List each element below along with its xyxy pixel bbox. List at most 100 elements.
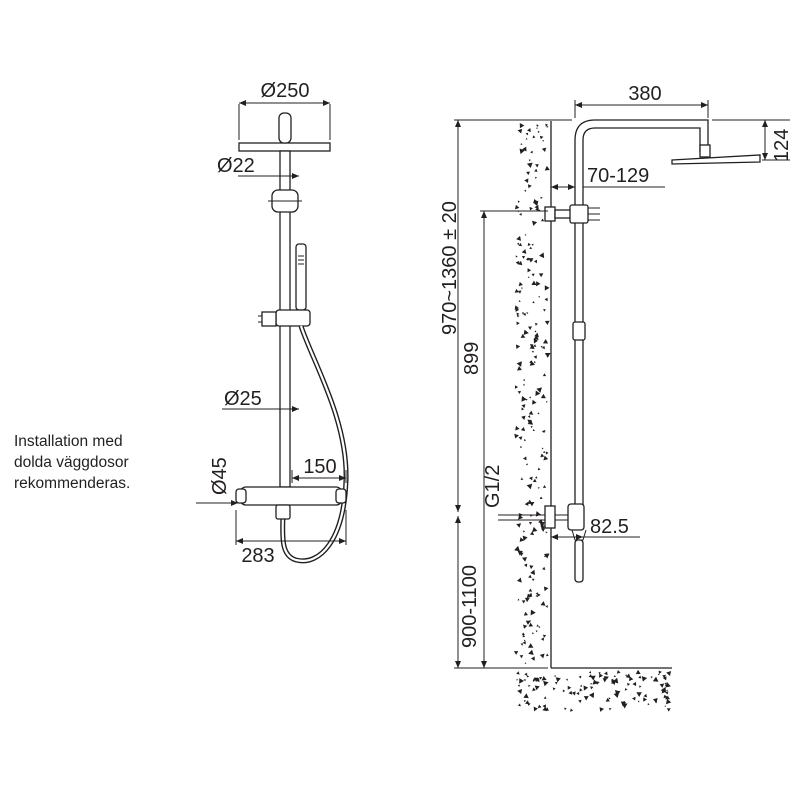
concrete-speckle [545, 605, 548, 608]
concrete-speckle [523, 624, 528, 629]
head-diameter-label: Ø250 [261, 80, 310, 102]
concrete-speckle [529, 360, 536, 366]
concrete-speckle [543, 450, 546, 453]
concrete-speckle [540, 345, 543, 348]
concrete-speckle [530, 609, 536, 616]
wall-inlet [498, 503, 587, 583]
concrete-speckle [637, 700, 640, 703]
concrete-speckle [525, 700, 530, 705]
concrete-speckle [530, 150, 533, 154]
concrete-speckle [522, 641, 526, 645]
concrete-speckle [523, 329, 529, 336]
concrete-speckle [535, 281, 541, 287]
concrete-speckle [616, 670, 621, 674]
concrete-speckle [576, 691, 580, 696]
concrete-speckle [535, 592, 538, 595]
concrete-speckle [526, 593, 532, 599]
concrete-speckle [535, 511, 541, 517]
concrete-speckle [536, 677, 539, 680]
concrete-speckle [519, 655, 524, 659]
concrete-speckle [517, 366, 522, 371]
concrete-speckle [632, 681, 637, 687]
concrete-speckle [522, 146, 527, 152]
concrete-speckle [543, 455, 549, 461]
concrete-speckle [517, 598, 520, 601]
concrete-speckle [520, 143, 523, 146]
concrete-speckle [515, 344, 521, 350]
concrete-speckle [521, 632, 525, 636]
concrete-speckle [665, 682, 671, 688]
concrete-speckle [520, 427, 526, 432]
concrete-speckle [527, 128, 531, 133]
concrete-speckle [538, 295, 540, 298]
concrete-speckle [533, 335, 539, 340]
concrete-speckle [665, 695, 669, 700]
concrete-speckle [532, 680, 535, 683]
concrete-speckle [540, 218, 545, 222]
concrete-speckle [516, 523, 522, 528]
concrete-speckle [524, 178, 529, 183]
head-diameter-dimension [238, 100, 331, 140]
concrete-speckle [608, 708, 612, 711]
concrete-speckle [533, 355, 538, 360]
concrete-speckle [650, 676, 653, 679]
concrete-speckle [534, 685, 540, 691]
concrete-speckle [540, 496, 543, 499]
concrete-speckle [531, 350, 534, 353]
concrete-speckle [643, 697, 648, 702]
concrete-speckle [588, 692, 595, 699]
concrete-speckle [522, 634, 526, 638]
concrete-speckle [605, 697, 610, 702]
hand-shower [295, 243, 307, 311]
concrete-speckle [571, 691, 576, 696]
concrete-speckle [529, 206, 533, 211]
concrete-speckle [529, 565, 534, 570]
concrete-speckle [530, 426, 533, 429]
front-view: Ø250 Ø22 Ø25 [196, 80, 349, 567]
concrete-speckle [539, 252, 545, 259]
concrete-speckle [544, 297, 548, 302]
concrete-speckle [524, 672, 528, 677]
wall-section [513, 121, 672, 712]
wall-offset-label: 82.5 [590, 516, 629, 538]
concrete-speckle [662, 674, 666, 679]
concrete-speckle [514, 433, 519, 439]
side-view: 380 124 970~1360 ± 20 70-129 899 [439, 83, 793, 712]
concrete-speckle [537, 412, 540, 415]
concrete-speckle [533, 200, 539, 207]
concrete-speckle [541, 675, 547, 681]
concrete-speckle [536, 387, 542, 393]
concrete-speckle [522, 456, 527, 461]
concrete-speckle [534, 200, 537, 203]
concrete-speckle [534, 476, 538, 479]
concrete-speckle [521, 404, 526, 409]
concrete-speckle [516, 235, 522, 241]
concrete-speckle [643, 693, 648, 698]
concrete-speckle [542, 634, 547, 638]
concrete-speckle [528, 649, 534, 655]
concrete-speckle [517, 260, 523, 266]
concrete-speckle [534, 361, 536, 364]
concrete-speckle [592, 679, 598, 685]
concrete-speckle [614, 675, 617, 678]
concrete-speckle [579, 684, 583, 687]
concrete-speckle [518, 281, 523, 287]
concrete-speckle [524, 662, 527, 665]
note-line-3: rekommenderas. [14, 475, 131, 492]
concrete-speckle [527, 268, 532, 273]
concrete-speckle [647, 703, 650, 706]
concrete-speckle [521, 407, 525, 411]
concrete-speckle [529, 344, 535, 350]
concrete-speckle [543, 586, 549, 592]
concrete-speckle [517, 703, 521, 707]
concrete-speckle [542, 338, 549, 344]
concrete-speckle [527, 276, 530, 278]
concrete-speckle [664, 682, 667, 685]
concrete-speckle [632, 696, 636, 701]
concrete-speckle [527, 184, 532, 189]
concrete-speckle [518, 242, 523, 247]
concrete-speckle [542, 140, 545, 142]
concrete-speckle [516, 314, 520, 318]
concrete-speckle [541, 430, 545, 433]
concrete-speckle [537, 130, 540, 134]
